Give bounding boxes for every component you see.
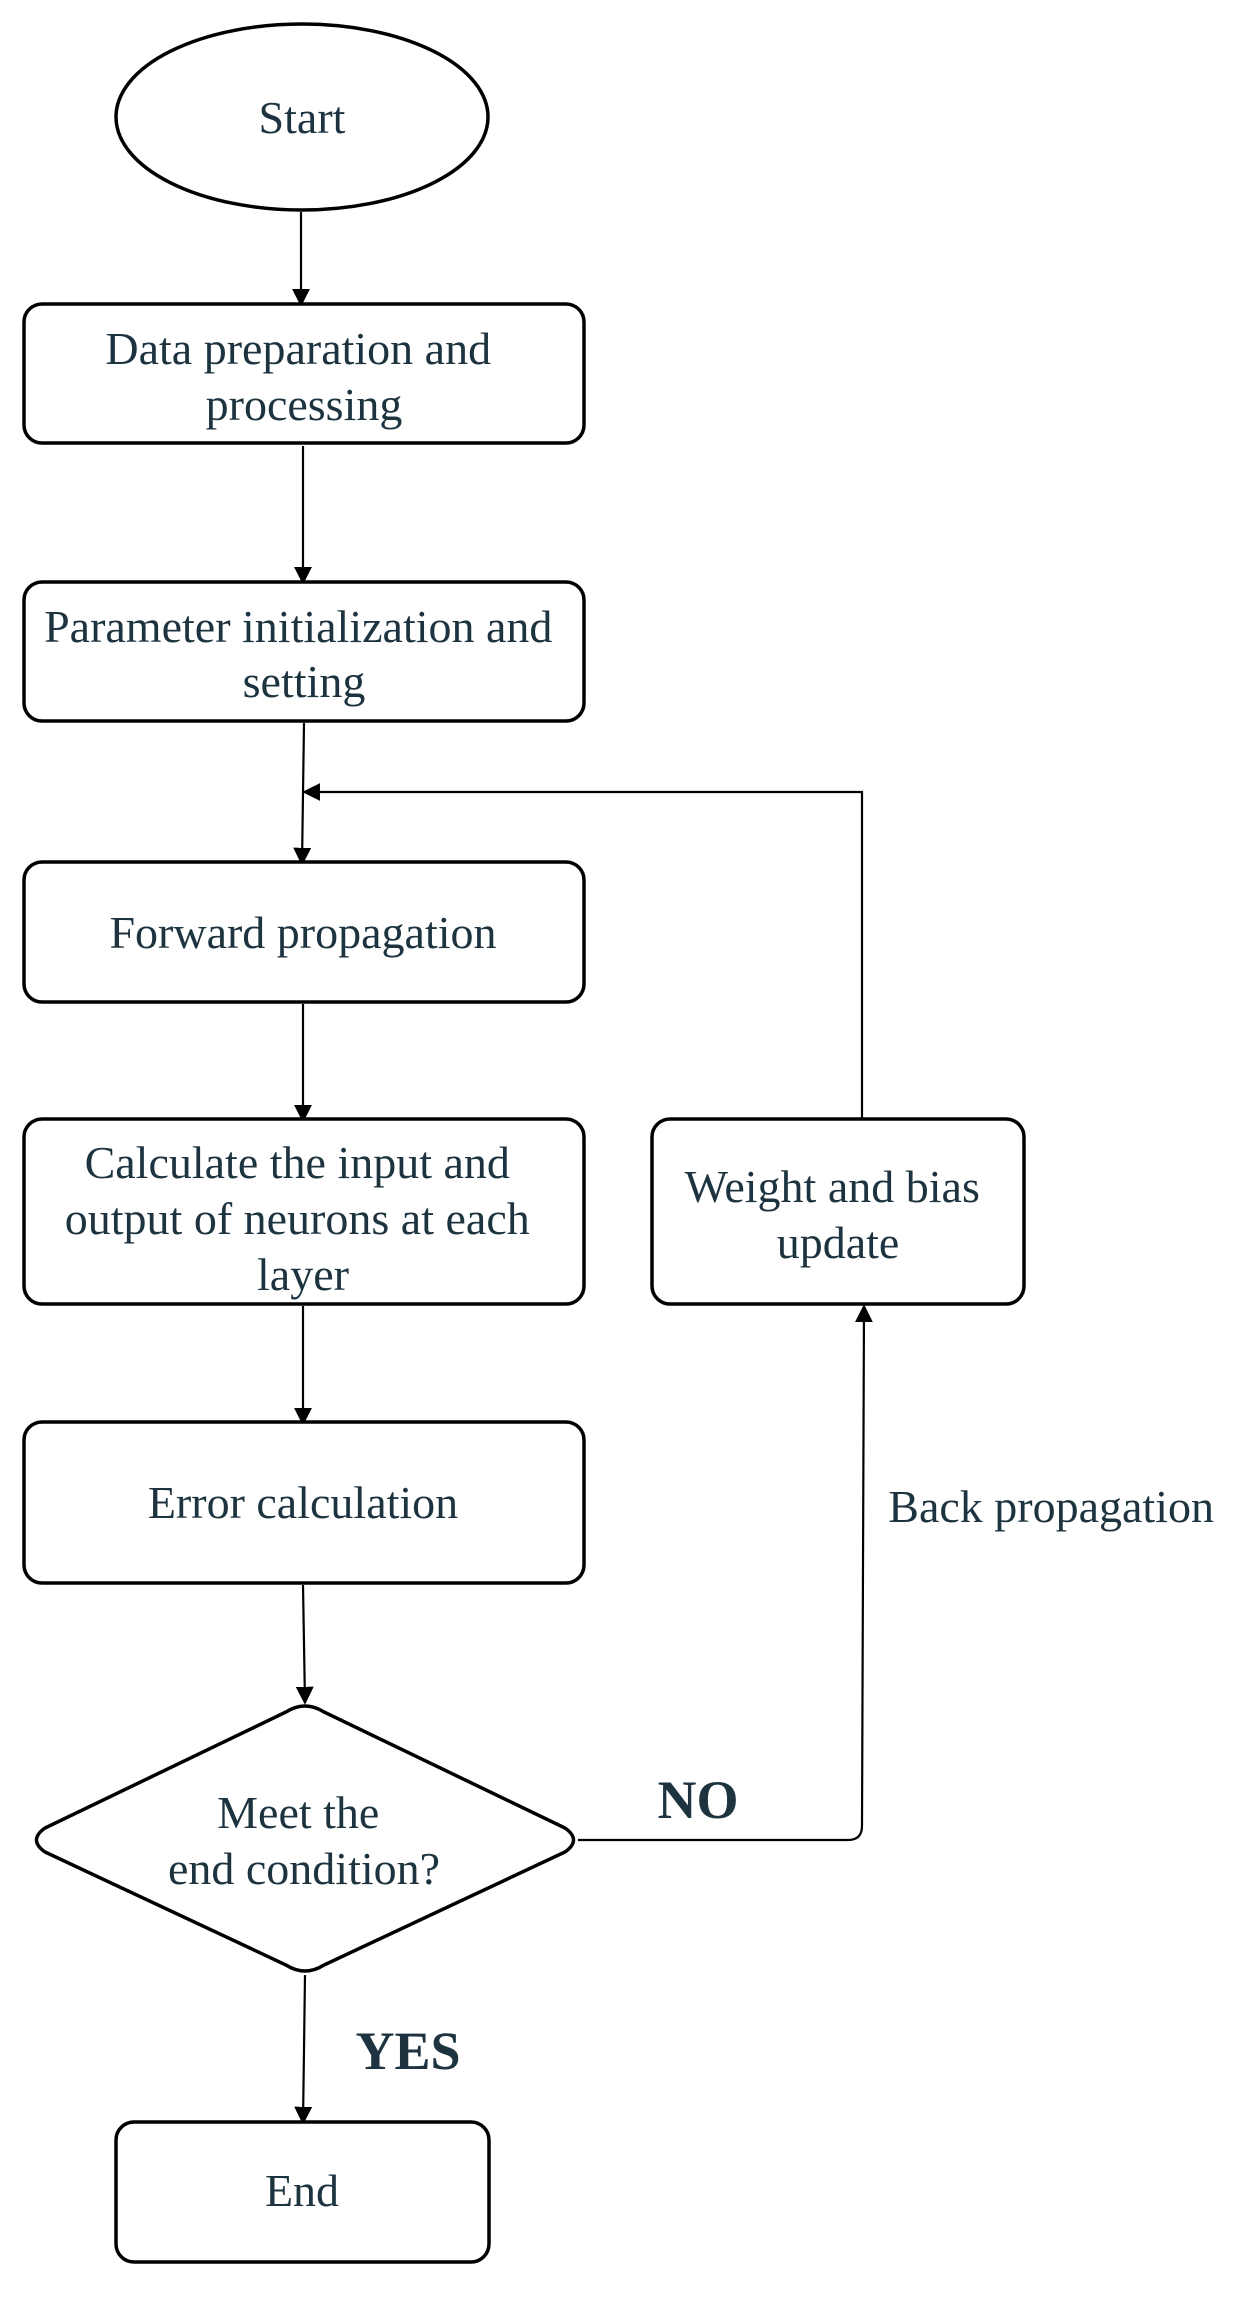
edge-labels: NO YES Back propagation (355, 1481, 1214, 2081)
node-data-prep: Data preparation and processing (22, 302, 586, 445)
error-calc-box (22, 1420, 586, 1585)
data-prep-label-line-1: Data preparation and (105, 323, 491, 374)
forward-label: Forward propagation (109, 907, 496, 958)
param-init-label-line-1: Parameter initialization and (44, 601, 552, 652)
edge-param-init-to-forward (293, 722, 312, 866)
param-init-label: Parameter initialization and setting (44, 601, 564, 707)
weight-update-label: Weight and bias update (685, 1161, 992, 1268)
data-prep-box (22, 302, 586, 445)
calc-io-box (22, 1117, 586, 1306)
end-terminal-box (114, 2120, 491, 2264)
edge-decision-to-end (294, 1974, 313, 2125)
param-init-box (22, 580, 586, 723)
decision-label-line-2: end condition? (168, 1843, 440, 1894)
forward-box (22, 860, 586, 1004)
node-param-init: Parameter initialization and setting (22, 580, 586, 723)
calc-io-label-line-3: layer (257, 1249, 349, 1300)
end-label: End (265, 2165, 339, 2216)
weight-update-label-line-1: Weight and bias (685, 1161, 980, 1212)
node-forward: Forward propagation (22, 860, 586, 1004)
edge-weight-update-loop-to-forward (302, 783, 864, 1118)
yes-label: YES (355, 2021, 460, 2081)
no-label: NO (658, 1770, 739, 1830)
decision-label-line-1: Meet the (217, 1787, 379, 1838)
decision-diamond (34, 1704, 576, 1973)
weight-update-label-line-2: update (777, 1217, 900, 1268)
param-init-label-line-2: setting (243, 656, 366, 707)
start-terminal-shape (114, 22, 490, 212)
calc-io-label-line-2: output of neurons at each (65, 1193, 530, 1244)
calc-io-label-line-1: Calculate the input and (85, 1137, 510, 1188)
edges (292, 212, 873, 2125)
calc-io-label: Calculate the input and output of neuron… (65, 1137, 541, 1300)
node-calc-io: Calculate the input and output of neuron… (22, 1117, 586, 1306)
weight-update-box (650, 1117, 1026, 1306)
node-start: Start (114, 22, 490, 212)
data-prep-label: Data preparation and processing (105, 323, 502, 430)
node-decision: Meet the end condition? (34, 1704, 576, 1973)
node-weight-update: Weight and bias update (650, 1117, 1026, 1306)
node-error-calc: Error calculation (22, 1420, 586, 1585)
node-end: End (114, 2120, 491, 2264)
edge-error-calc-to-decision (295, 1584, 314, 1705)
start-label: Start (259, 92, 346, 143)
error-calc-label: Error calculation (148, 1477, 458, 1528)
back-propagation-label: Back propagation (888, 1481, 1214, 1532)
data-prep-label-line-2: processing (206, 379, 403, 430)
edge-decision-no-to-weight-update (578, 1304, 873, 1842)
decision-label: Meet the end condition? (168, 1787, 440, 1894)
